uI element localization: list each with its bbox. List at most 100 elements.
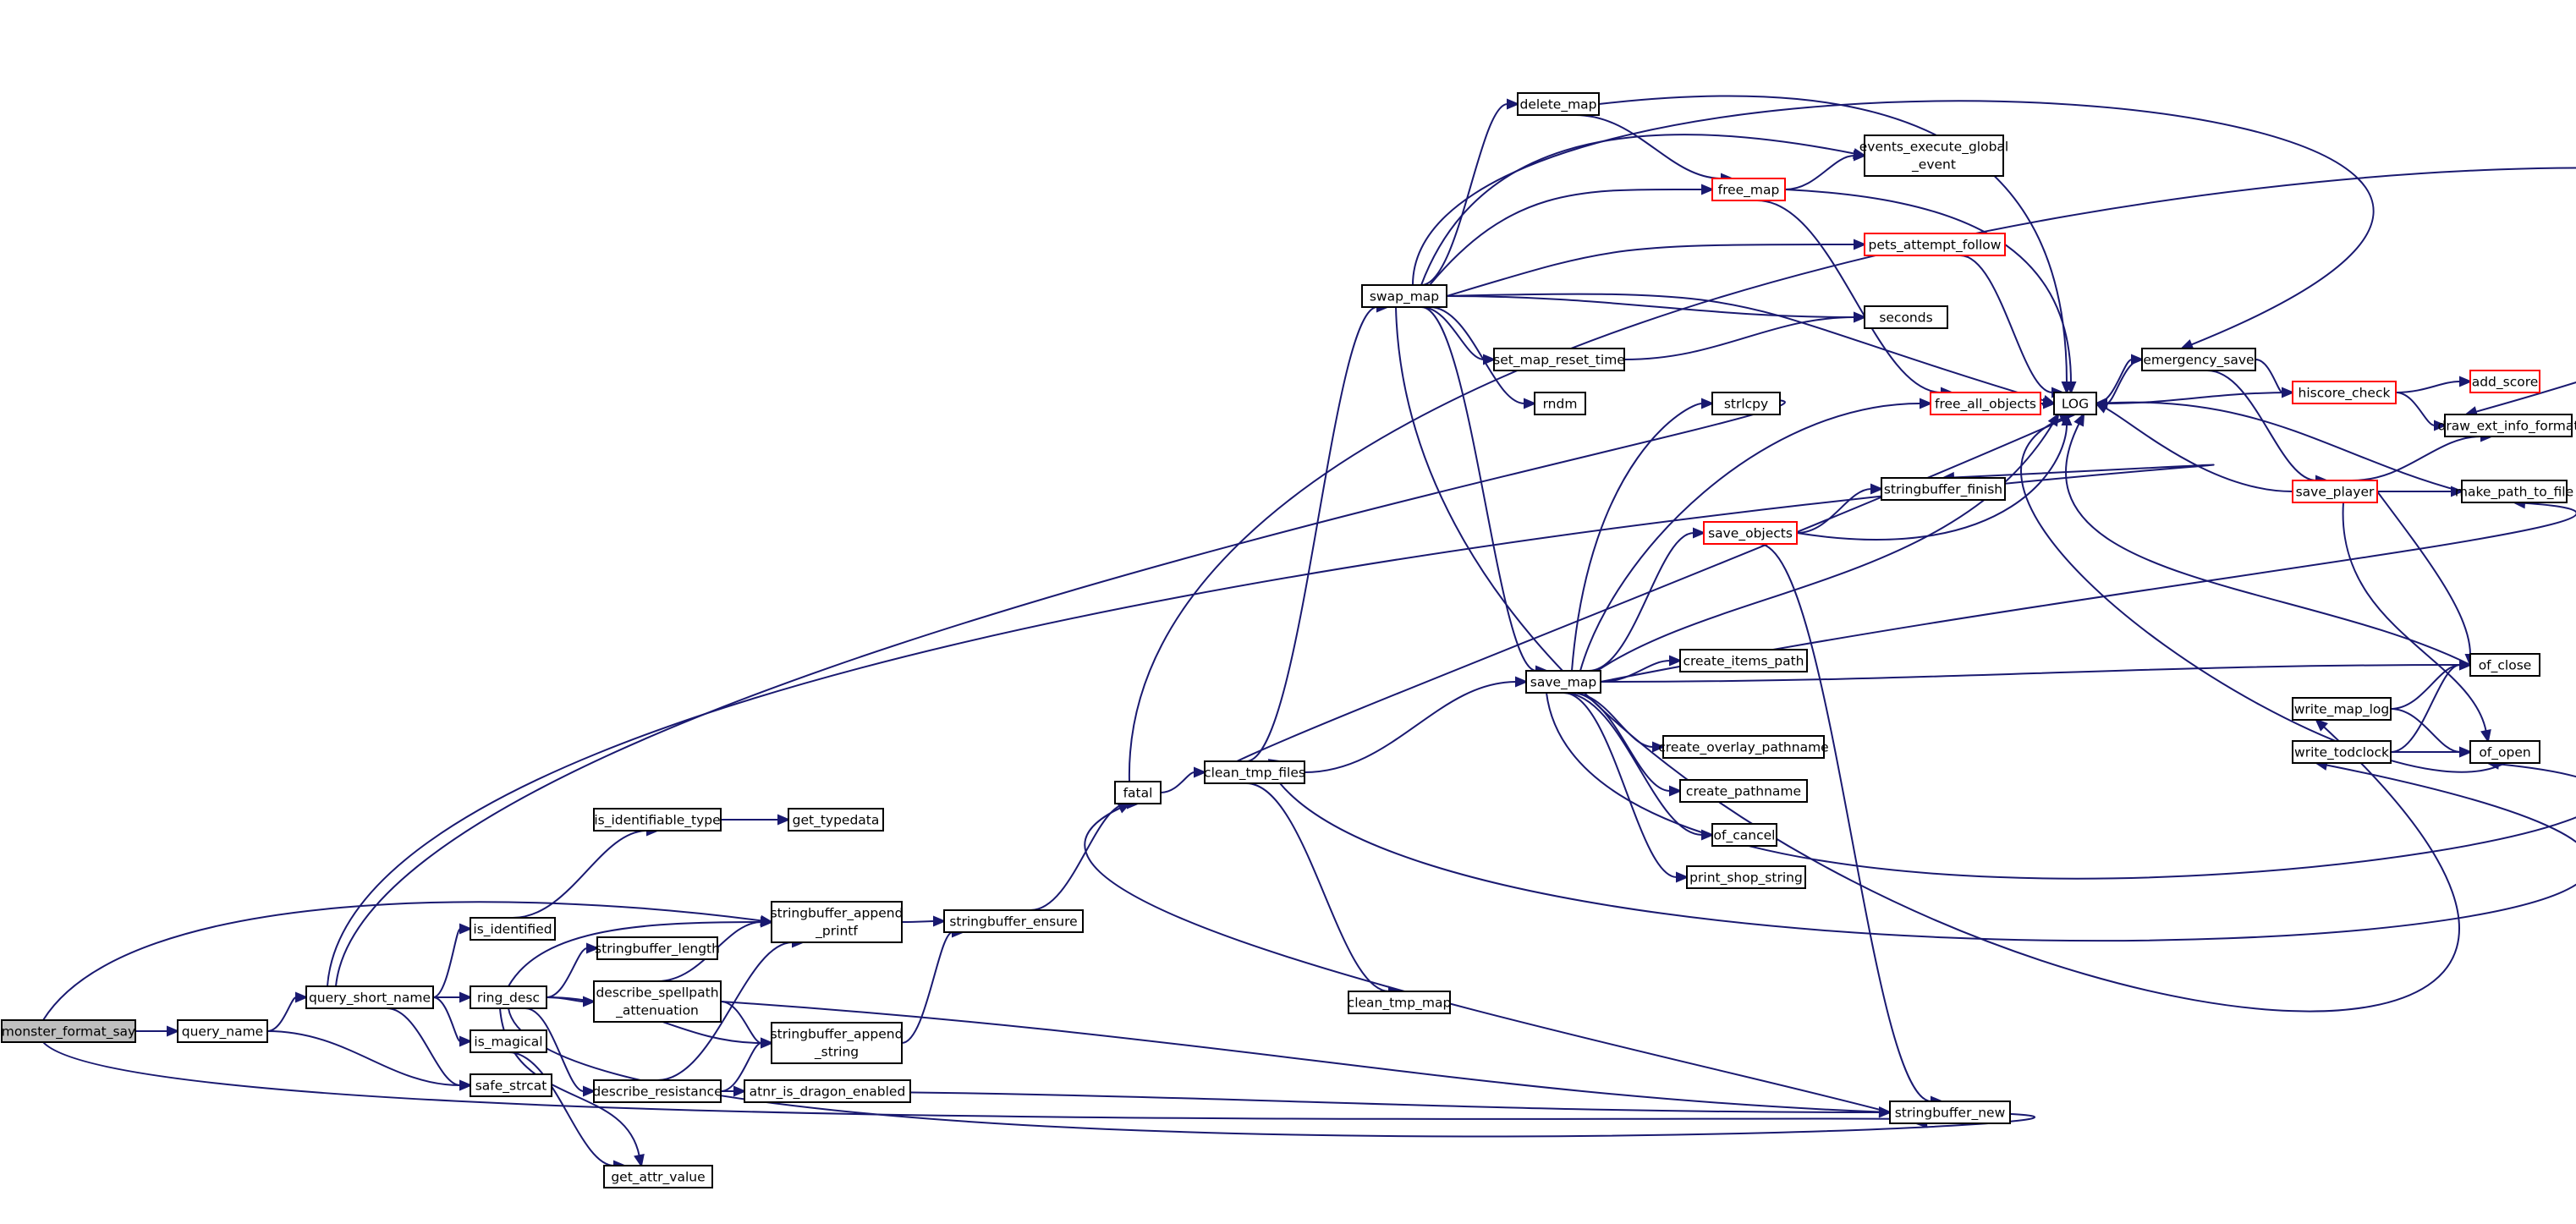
node-stringbuffer-ensure[interactable]: stringbuffer_ensure — [943, 909, 1084, 933]
node-of-open[interactable]: of_open — [2469, 740, 2540, 764]
node-label: stringbuffer_finish — [1884, 482, 2002, 498]
node-label: make_path_to_file — [2455, 485, 2573, 501]
node-stringbuffer-new[interactable]: stringbuffer_new — [1889, 1101, 2011, 1124]
edge-line — [1214, 414, 2076, 777]
node-ring-desc[interactable]: ring_desc — [470, 985, 547, 1009]
node-label: of_cancel — [1714, 828, 1776, 844]
edge-line — [42, 901, 762, 1021]
arrowhead — [777, 814, 791, 826]
node-label: set_map_reset_time — [1493, 353, 1625, 369]
node-monster-format-say[interactable]: monster_format_say — [1, 1019, 136, 1043]
node-label: of_close — [2479, 658, 2532, 674]
node-describe-spellpath[interactable]: describe_spellpath_attenuation — [593, 980, 722, 1023]
node-query-short-name[interactable]: query_short_name — [305, 985, 434, 1009]
node-strlcpy[interactable]: strlcpy — [1711, 392, 1781, 415]
node-is-identifiable-type[interactable]: is_identifiable_type — [593, 808, 722, 832]
node-of-close[interactable]: of_close — [2469, 653, 2540, 677]
node-label: save_player — [2296, 485, 2375, 501]
node-write-map-log[interactable]: write_map_log — [2292, 697, 2392, 721]
arrowhead — [2459, 746, 2473, 758]
node-create-pathname[interactable]: create_pathname — [1679, 779, 1808, 803]
node-get-attr-value[interactable]: get_attr_value — [603, 1165, 713, 1188]
node-print-shop-string[interactable]: print_shop_string — [1686, 865, 1806, 889]
edge-query_name-to-safe_strcat — [266, 1030, 473, 1091]
node-free-all-objects[interactable]: free_all_objects — [1930, 392, 2041, 415]
node-stringbuffer-finish[interactable]: stringbuffer_finish — [1881, 477, 2006, 501]
node-save-objects[interactable]: save_objects — [1703, 521, 1798, 545]
node-label: describe_resistance — [592, 1084, 722, 1101]
arrowhead — [2459, 376, 2473, 387]
node-delete-map[interactable]: delete_map — [1517, 92, 1600, 116]
edge-line — [1600, 660, 1671, 683]
edge-line — [1571, 403, 1703, 672]
node-safe-strcat[interactable]: safe_strcat — [470, 1073, 552, 1097]
node-describe-resistance[interactable]: describe_resistance — [592, 1079, 722, 1103]
node-fatal[interactable]: fatal — [1114, 781, 1162, 804]
node-free-map[interactable]: free_map — [1711, 178, 1786, 201]
node-label: write_map_log — [2294, 702, 2390, 718]
node-label: swap_map — [1370, 289, 1439, 305]
node-get-typedata[interactable]: get_typedata — [788, 808, 884, 832]
node-box — [470, 985, 547, 1009]
edge-save_map-to-print_shop_string — [1563, 692, 1689, 883]
node-box — [771, 901, 903, 943]
node-box — [2292, 480, 2378, 503]
node-label: stringbuffer_new — [1895, 1106, 2006, 1122]
node-draw-ext-info-format[interactable]: draw_ext_info_format — [2438, 414, 2576, 437]
node-clean-tmp-files[interactable]: clean_tmp_files — [1204, 760, 1305, 784]
edge-clean_tmp_files-to-save_map — [1304, 676, 1529, 773]
node-add-score[interactable]: add_score — [2469, 370, 2540, 393]
edge-make_path_to_file-to-LOG — [2094, 397, 2463, 492]
node-create-overlay-pathname[interactable]: create_overlay_pathname — [1658, 735, 1829, 759]
edge-line — [1420, 134, 1855, 286]
node-label: safe_strcat — [475, 1079, 547, 1095]
arrowhead — [2065, 381, 2077, 395]
edge-line — [1600, 502, 2576, 683]
node-pets-attempt-follow[interactable]: pets_attempt_follow — [1864, 233, 2006, 256]
node-atnr-is-dragon-enabled[interactable]: atnr_is_dragon_enabled — [744, 1079, 911, 1103]
node-label: query_name — [182, 1024, 263, 1040]
edge-swap_map-to-pets_attempt_follow — [1446, 239, 1867, 297]
arrowhead — [1693, 527, 1706, 539]
node-save-player[interactable]: save_player — [2292, 480, 2378, 503]
node-box — [177, 1019, 268, 1043]
node-query-name[interactable]: query_name — [177, 1019, 268, 1043]
edge-line — [2206, 370, 2317, 481]
node-create-items-path[interactable]: create_items_path — [1679, 649, 1808, 672]
node-make-path-to-file[interactable]: make_path_to_file — [2455, 480, 2573, 503]
node-sb-append-string[interactable]: stringbuffer_append_string — [771, 1022, 904, 1064]
node-box — [470, 1029, 547, 1053]
node-emergency-save[interactable]: emergency_save — [2141, 348, 2256, 371]
node-hiscore-check[interactable]: hiscore_check — [2292, 381, 2397, 404]
node-write-todclock[interactable]: write_todclock — [2292, 740, 2392, 764]
edge-fatal-to-draw_ext_info_format — [1128, 167, 2576, 782]
node-is-identified[interactable]: is_identified — [470, 917, 556, 941]
node-box — [788, 808, 884, 832]
node-stringbuffer-length[interactable]: stringbuffer_length — [595, 936, 720, 960]
node-sb-append-printf[interactable]: stringbuffer_append_printf — [771, 901, 904, 943]
edge-save_objects-to-stringbuffer_new — [1758, 543, 1944, 1107]
edge-line — [1784, 155, 1855, 190]
node-is-magical[interactable]: is_magical — [470, 1029, 547, 1053]
edge-line — [1084, 807, 1891, 1113]
edge-line — [2105, 407, 2293, 492]
edge-line — [1420, 306, 1485, 360]
node-save-map[interactable]: save_map — [1525, 670, 1601, 694]
node-seconds[interactable]: seconds — [1864, 305, 1948, 329]
arrowhead — [586, 942, 600, 954]
edge-query_short_name-to-is_identified — [432, 923, 473, 998]
node-of-cancel[interactable]: of_cancel — [1711, 823, 1777, 847]
node-events-execute[interactable]: events_execute_global_event — [1859, 134, 2008, 177]
edge-emergency_save-to-hiscore_check — [2255, 359, 2295, 398]
node-rndm[interactable]: rndm — [1534, 392, 1586, 415]
node-set-map-reset-time[interactable]: set_map_reset_time — [1493, 348, 1625, 371]
node-clean-tmp-map[interactable]: clean_tmp_map — [1348, 991, 1452, 1014]
node-swap-map[interactable]: swap_map — [1361, 284, 1447, 308]
edge-ring_desc-to-stringbuffer_length — [546, 942, 600, 998]
edge-line — [1395, 306, 2460, 1013]
arrowhead — [2043, 398, 2057, 409]
edge-clean_tmp_files-to-swap_map — [1245, 301, 1390, 762]
node-label: monster_format_say — [2, 1024, 135, 1040]
node-LOG[interactable]: LOG — [2053, 392, 2097, 415]
node-label: ring_desc — [477, 991, 540, 1007]
